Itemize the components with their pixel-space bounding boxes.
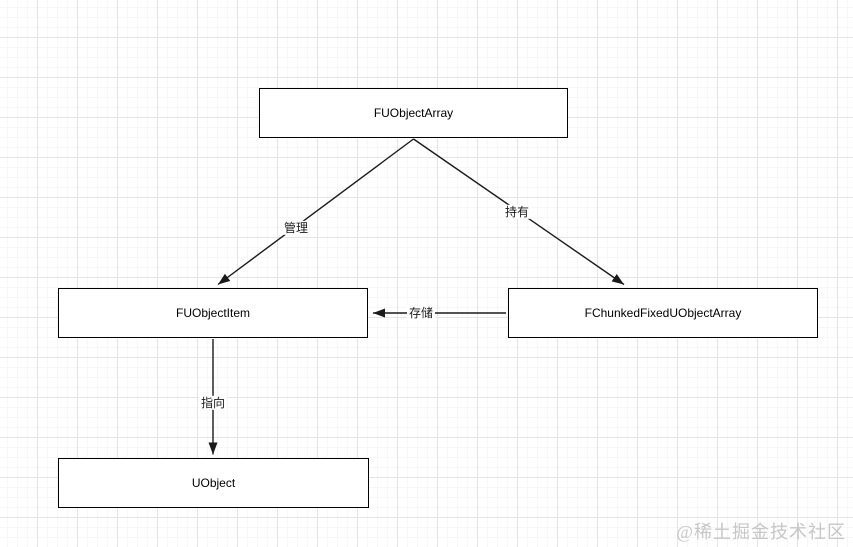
edge-label-hold: 持有 [502,204,532,220]
watermark-text: @稀土掘金技术社区 [676,522,846,542]
node-fuobjectarray-label: FUObjectArray [373,106,454,120]
edge-manage-line [217,138,414,286]
node-fuobjectarray: FUObjectArray [259,88,568,138]
node-uobject: UObject [58,458,369,508]
edge-label-store: 存储 [406,305,436,321]
edge-label-manage: 管理 [281,220,311,236]
node-fchunkedfixeduobjectarray-label: FChunkedFixedUObjectArray [584,306,742,320]
node-fuobjectitem: FUObjectItem [58,288,368,338]
node-uobject-label: UObject [191,476,236,490]
node-fuobjectitem-label: FUObjectItem [175,306,250,320]
edge-label-pointto: 指向 [198,395,228,411]
node-fchunkedfixeduobjectarray: FChunkedFixedUObjectArray [508,288,818,338]
